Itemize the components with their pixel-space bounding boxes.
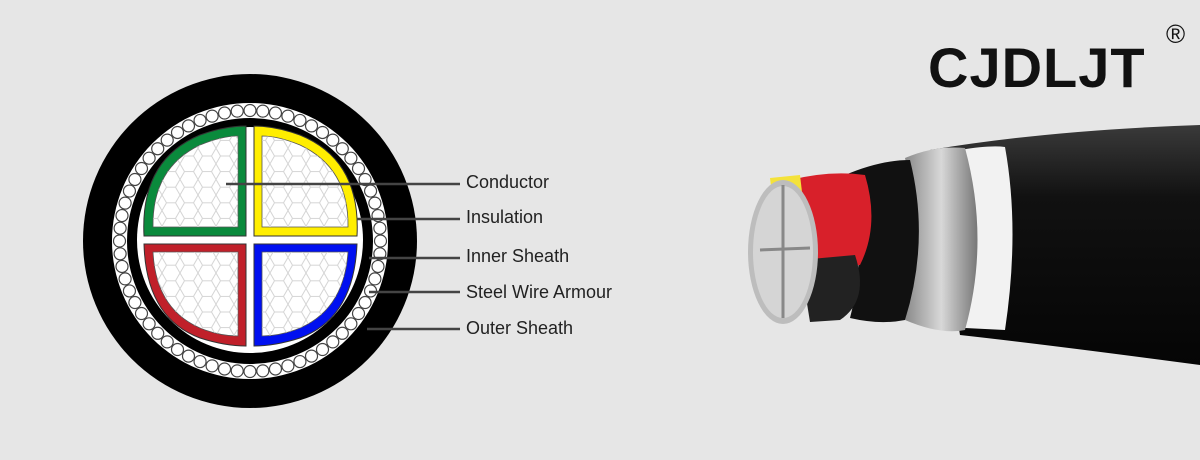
armour-wire bbox=[142, 151, 156, 165]
armour-wire bbox=[373, 234, 388, 248]
armour-wire bbox=[281, 359, 295, 373]
registered-mark: ® bbox=[1166, 19, 1186, 49]
armour-wire bbox=[205, 109, 219, 123]
armour-wire bbox=[358, 172, 372, 187]
armour-wire bbox=[181, 119, 196, 133]
armour-wire bbox=[113, 221, 127, 235]
armour-wire bbox=[326, 335, 340, 349]
armour-wire bbox=[193, 113, 207, 128]
armour-wire bbox=[142, 317, 156, 331]
armour-wire bbox=[112, 234, 127, 248]
label-outer-sheath: Outer Sheath bbox=[466, 318, 574, 338]
armour-wire bbox=[293, 354, 307, 369]
armour-wire bbox=[151, 142, 165, 156]
armour-wires bbox=[112, 103, 388, 379]
armour-wire bbox=[170, 125, 185, 140]
armour-wire bbox=[193, 354, 207, 369]
armour-wire bbox=[134, 161, 149, 176]
armour-wire bbox=[256, 104, 270, 118]
armour-wire bbox=[134, 306, 149, 321]
armour-wire bbox=[304, 119, 319, 133]
label-conductor: Conductor bbox=[466, 172, 550, 192]
armour-wire bbox=[268, 106, 283, 120]
armour-wire bbox=[281, 109, 295, 123]
label-inner-sheath: Inner Sheath bbox=[466, 246, 570, 266]
armour-wire bbox=[344, 151, 358, 165]
armour-wire bbox=[256, 364, 270, 378]
armour-wire bbox=[243, 103, 257, 118]
cross-section bbox=[83, 74, 417, 408]
armour-wire bbox=[118, 196, 132, 210]
armour-wire bbox=[335, 142, 349, 156]
armour-wire bbox=[122, 284, 137, 298]
armour-wire bbox=[217, 106, 232, 120]
armour-wire bbox=[160, 133, 174, 147]
armour-wire bbox=[115, 208, 129, 223]
armour-wire bbox=[373, 221, 387, 235]
armour-wire bbox=[128, 172, 142, 187]
armour-wire bbox=[371, 259, 385, 274]
brand-logo: CJDLJT bbox=[928, 36, 1146, 99]
label-steel-wire-armour: Steel Wire Armour bbox=[466, 282, 613, 302]
armour-wire bbox=[113, 247, 127, 261]
armour-wire bbox=[315, 125, 330, 140]
label-insulation: Insulation bbox=[466, 207, 544, 227]
armour-wire bbox=[326, 133, 340, 147]
cable-photo bbox=[748, 125, 1200, 365]
armour-wire bbox=[351, 306, 366, 321]
armour-wire bbox=[151, 326, 165, 340]
armour-wire bbox=[243, 364, 257, 379]
armour-wire bbox=[170, 342, 185, 357]
armour-wire bbox=[268, 362, 283, 376]
leader-lines bbox=[226, 182, 460, 331]
armour-wire bbox=[368, 272, 382, 286]
armour-wire bbox=[315, 342, 330, 357]
armour-wire bbox=[363, 184, 378, 198]
armour-wire bbox=[217, 362, 232, 376]
armour-wire bbox=[358, 295, 372, 310]
armour-wire bbox=[230, 104, 244, 118]
cores bbox=[143, 125, 358, 347]
armour-wire bbox=[351, 161, 366, 176]
armour-wire bbox=[293, 113, 307, 128]
armour-wire bbox=[122, 184, 137, 198]
armour-wire bbox=[335, 326, 349, 340]
armour-wire bbox=[304, 349, 319, 363]
armour-wire bbox=[344, 317, 358, 331]
armour-wire bbox=[205, 359, 219, 373]
armour-wire bbox=[128, 295, 142, 310]
armour-wire bbox=[368, 196, 382, 210]
armour-wire bbox=[230, 364, 244, 378]
armour-wire bbox=[118, 272, 132, 286]
armour-wire bbox=[181, 349, 196, 363]
armour-wire bbox=[160, 335, 174, 349]
armour-wire bbox=[115, 259, 129, 274]
